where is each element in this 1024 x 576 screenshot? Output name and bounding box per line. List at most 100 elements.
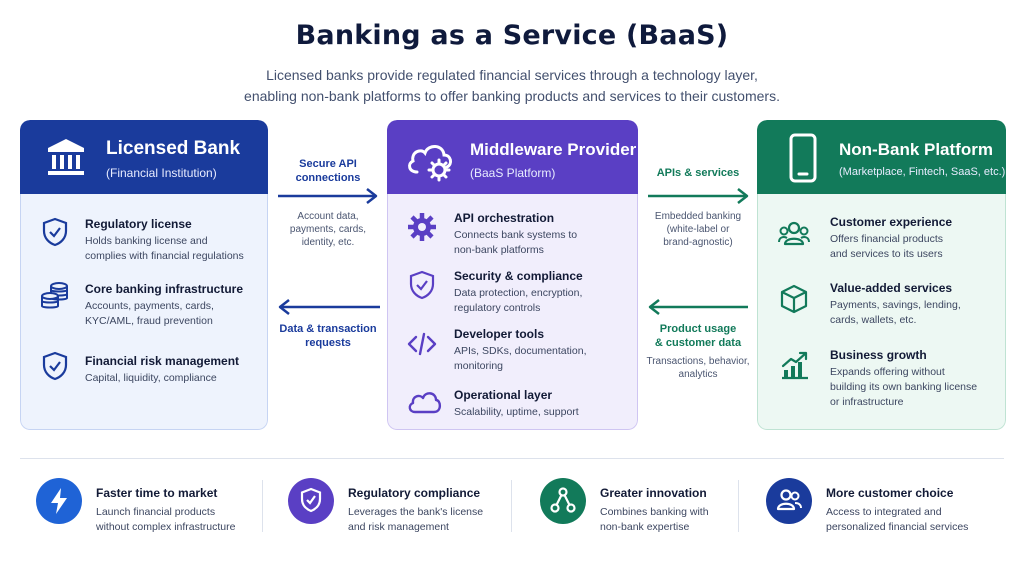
- code-icon: [407, 332, 437, 356]
- item-desc-line: monitoring: [454, 360, 504, 372]
- non-bank-platform-card: Non-Bank Platform (Marketplace, Fintech,…: [757, 120, 1006, 430]
- item-desc-line: Connects bank systems to: [454, 229, 578, 241]
- item-desc-line: Data protection, encryption,: [454, 287, 583, 299]
- flow-label-line: requests: [305, 337, 351, 349]
- licensed-bank-title: Licensed Bank: [106, 138, 241, 159]
- item-title: Security & compliance: [454, 269, 583, 283]
- item-desc: Accounts, payments, cards, KYC/AML, frau…: [85, 299, 214, 329]
- flow-label-line: connections: [295, 172, 361, 184]
- item-desc-line: Payments, savings, lending,: [830, 299, 961, 311]
- item-desc-line: complies with financial regulations: [85, 250, 244, 262]
- licensed-bank-card: Licensed Bank (Financial Institution) Re…: [20, 120, 268, 430]
- cloud-icon: [408, 392, 442, 414]
- item-desc-line: KYC/AML, fraud prevention: [85, 315, 213, 327]
- item-title: Financial risk management: [85, 354, 240, 368]
- licensed-bank-subtitle: (Financial Institution): [106, 166, 217, 180]
- coin-stack-icon: [41, 282, 68, 309]
- arrow-platform-to-middleware: [648, 299, 748, 315]
- item-title: Regulatory license: [85, 217, 192, 231]
- licensed-bank-body: Regulatory license Holds banking license…: [20, 194, 268, 430]
- benefit-desc-line: without complex infrastructure: [96, 521, 236, 533]
- item-desc: Payments, savings, lending, cards, walle…: [830, 298, 961, 328]
- item-title: Developer tools: [454, 327, 545, 341]
- benefit-title: Greater innovation: [600, 486, 707, 500]
- subtitle-line: Licensed banks provide regulated financi…: [266, 67, 758, 83]
- item-desc: Offers financial products and services t…: [830, 232, 943, 262]
- users-icon: [766, 478, 812, 524]
- smartphone-icon: [789, 133, 817, 183]
- item-desc-line: Holds banking license and: [85, 235, 208, 247]
- flow-label-line: Data & transaction: [279, 323, 377, 335]
- arrow-bank-to-middleware: [278, 188, 378, 204]
- item-desc: Holds banking license and complies with …: [85, 234, 244, 264]
- benefit-separator: [262, 480, 263, 532]
- item-desc: Data protection, encryption, regulatory …: [454, 286, 582, 316]
- benefit-desc-line: and risk management: [348, 521, 449, 533]
- benefit-desc-line: Launch financial products: [96, 506, 216, 518]
- flow-label: Data & transaction requests: [272, 322, 384, 350]
- middleware-provider-subtitle: (BaaS Platform): [470, 166, 556, 180]
- flow-desc-line: Embedded banking: [654, 211, 742, 222]
- benefit-separator: [738, 480, 739, 532]
- users-icon: [778, 221, 810, 246]
- cube-icon: [780, 284, 808, 314]
- item-desc-line: or infrastructure: [830, 396, 904, 408]
- benefit-desc: Access to integrated and personalized fi…: [826, 505, 968, 535]
- item-title: API orchestration: [454, 211, 555, 225]
- item-desc: Expands offering without building its ow…: [830, 365, 977, 410]
- section-divider: [20, 458, 1004, 459]
- flow-middleware-to-platform-label: APIs & services: [646, 166, 750, 180]
- benefit-greater-innovation: Greater innovation Combines banking with…: [540, 478, 730, 548]
- flow-label-line: APIs & services: [656, 167, 740, 179]
- middleware-provider-header: Middleware Provider (BaaS Platform): [387, 120, 638, 194]
- item-desc-line: and services to its users: [830, 248, 943, 260]
- benefit-desc-line: Leverages the bank's license: [348, 506, 484, 518]
- network-icon: [540, 478, 586, 524]
- benefit-more-customer-choice: More customer choice Access to integrate…: [766, 478, 1006, 548]
- page-title: Banking as a Service (BaaS): [295, 20, 729, 51]
- item-desc-line: regulatory controls: [454, 302, 541, 314]
- flow-desc-line: brand-agnostic): [663, 237, 733, 248]
- benefit-desc-line: Access to integrated and: [826, 506, 942, 518]
- arrow-middleware-to-platform: [648, 188, 749, 204]
- flow-middleware-to-platform-desc: Embedded banking (white-label or brand-a…: [646, 210, 750, 249]
- gear-icon: [408, 213, 436, 241]
- shield-check-icon: [42, 217, 68, 247]
- flow-desc: Transactions, behavior, analytics: [640, 355, 756, 381]
- flow-label: Product usage & customer data: [640, 322, 756, 350]
- benefit-faster-time-to-market: Faster time to market Launch financial p…: [36, 478, 256, 548]
- flow-desc-line: (white-label or: [666, 224, 730, 235]
- item-desc-line: Accounts, payments, cards,: [85, 300, 214, 312]
- benefit-title: More customer choice: [826, 486, 954, 500]
- benefit-desc-line: personalized financial services: [826, 521, 969, 533]
- flow-middleware-to-bank-label: Data & transaction requests: [272, 322, 384, 350]
- bank-building-icon: [48, 139, 84, 175]
- flow-desc: Account data, payments, cards, identity,…: [276, 210, 380, 249]
- item-title: Operational layer: [454, 388, 553, 402]
- flow-label-line: & customer data: [654, 337, 742, 349]
- benefit-desc-line: non-bank expertise: [600, 521, 690, 533]
- cloud-gear-icon: [408, 145, 453, 182]
- non-bank-platform-subtitle: (Marketplace, Fintech, SaaS, etc.): [839, 166, 1006, 178]
- flow-label-line: Secure API: [299, 158, 357, 170]
- item-desc: Capital, liquidity, compliance: [85, 371, 217, 386]
- growth-chart-icon: [781, 351, 808, 380]
- item-title: Core banking infrastructure: [85, 282, 244, 296]
- item-desc-line: cards, wallets, etc.: [830, 314, 917, 326]
- middleware-provider-card: Middleware Provider (BaaS Platform) API …: [387, 120, 638, 430]
- item-desc: Scalability, uptime, support: [454, 405, 579, 420]
- flow-desc-line: analytics: [678, 369, 718, 380]
- flow-platform-to-middleware-desc: Transactions, behavior, analytics: [640, 355, 756, 381]
- lightning-icon: [36, 478, 82, 524]
- item-title: Customer experience: [830, 215, 953, 229]
- item-desc-line: building its own banking license: [830, 381, 978, 393]
- flow-bank-to-middleware-label: Secure API connections: [276, 157, 380, 185]
- item-title: Value-added services: [830, 281, 953, 295]
- shield-check-icon: [42, 351, 68, 381]
- item-desc-line: APIs, SDKs, documentation,: [454, 345, 587, 357]
- non-bank-platform-body: Customer experience Offers financial pro…: [757, 194, 1006, 430]
- non-bank-platform-title: Non-Bank Platform: [839, 140, 993, 159]
- flow-label: APIs & services: [646, 166, 750, 180]
- flow-desc-line: Account data,: [297, 211, 359, 222]
- shield-check-icon: [409, 270, 435, 300]
